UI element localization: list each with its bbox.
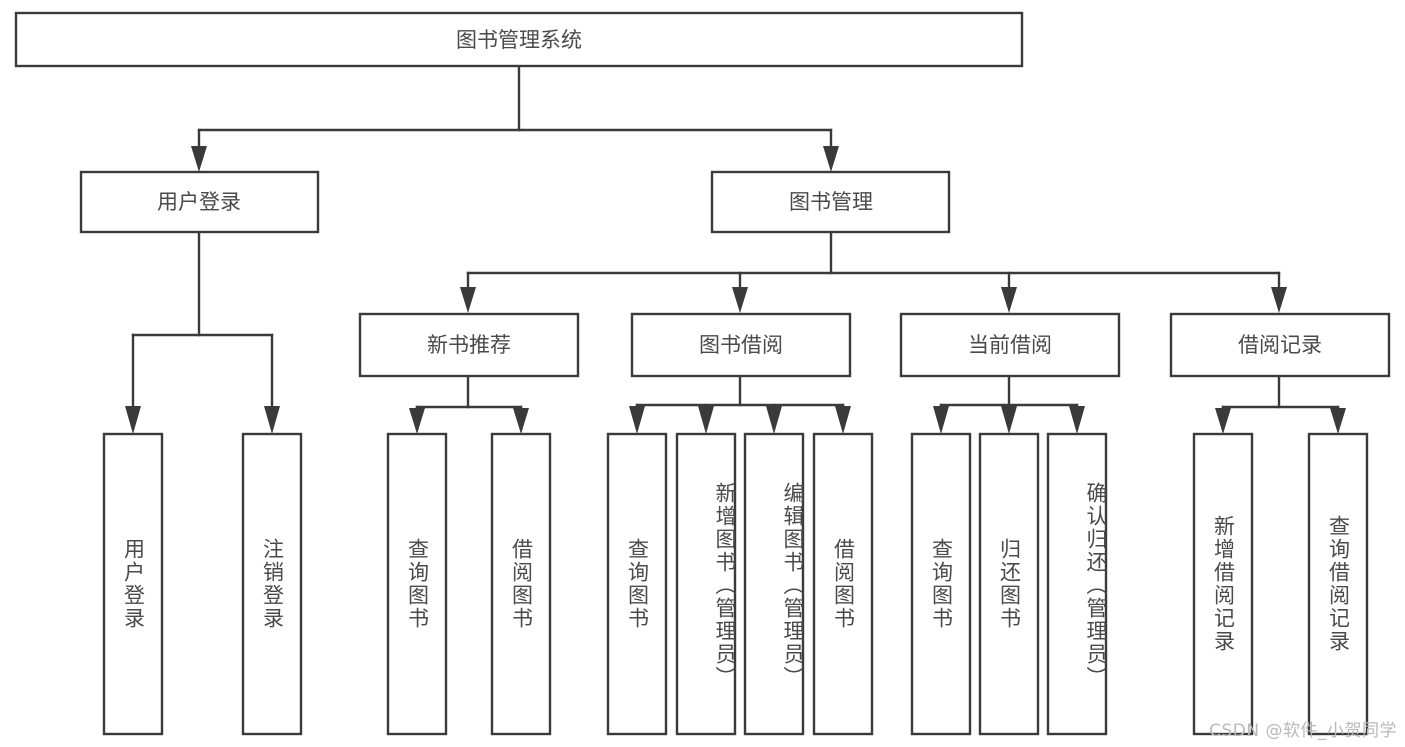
arrow-head-leaf-query-book-2 <box>629 406 645 434</box>
connector-group-currentborrow <box>933 375 1085 434</box>
arrow-head-current-borrow <box>1001 287 1017 313</box>
node-root-box[interactable] <box>14 11 1024 68</box>
node-borrow-record[interactable]: 借阅记录 <box>1169 312 1391 378</box>
node-user-login[interactable]: 用户登录 <box>79 170 320 234</box>
leaf-boxes <box>102 432 1369 736</box>
arrow-head-borrow-record <box>1271 287 1287 313</box>
node-new-book-recommend-box[interactable] <box>358 312 580 378</box>
arrow-head-leaf-query-record <box>1330 408 1346 434</box>
arrow-head-new-book-recommend <box>460 287 476 313</box>
arrow-head-bookmgmt <box>823 146 839 172</box>
connector-group-root <box>191 64 839 172</box>
node-current-borrow-label: 当前借阅 <box>968 333 1052 357</box>
leaf-box-add-record[interactable] <box>1192 432 1254 736</box>
node-root-label: 图书管理系统 <box>456 28 582 52</box>
node-user-login-box[interactable] <box>79 170 320 234</box>
arrow-head-leaf-user-login <box>125 406 141 434</box>
leaf-box-user-login[interactable] <box>102 432 164 736</box>
leaf-box-query-record[interactable] <box>1307 432 1369 736</box>
node-new-book-recommend-label: 新书推荐 <box>427 333 511 357</box>
arrow-head-book-borrow <box>732 287 748 313</box>
arrow-head-leaf-borrow-book-2 <box>835 406 851 434</box>
node-user-login-label: 用户登录 <box>157 190 241 214</box>
leaf-box-return-book[interactable] <box>978 432 1040 736</box>
connector-group-bookborrow <box>629 375 851 434</box>
connector-group-borrowrecord <box>1215 375 1346 434</box>
node-root[interactable]: 图书管理系统 <box>14 11 1024 68</box>
leaf-box-query-book-1[interactable] <box>386 432 448 736</box>
arrow-head-leaf-edit-book <box>766 406 782 434</box>
arrow-head-leaf-add-book <box>698 406 714 434</box>
arrow-head-leaf-return-book <box>1001 406 1017 434</box>
arrow-head-leaf-logout-login <box>264 406 280 434</box>
connector-group-bookmgmt <box>460 230 1287 313</box>
node-current-borrow-box[interactable] <box>899 312 1121 378</box>
node-current-borrow[interactable]: 当前借阅 <box>899 312 1121 378</box>
arrow-head-leaf-query-book-1 <box>409 408 425 434</box>
arrow-head-leaf-confirm-return <box>1069 406 1085 434</box>
node-book-borrow-label: 图书借阅 <box>699 333 783 357</box>
arrow-head-leaf-query-book-3 <box>933 406 949 434</box>
leaf-box-add-book[interactable] <box>675 432 737 736</box>
leaf-box-query-book-3[interactable] <box>910 432 972 736</box>
connector-group-userlogin <box>125 230 280 434</box>
node-book-management-label: 图书管理 <box>789 190 873 214</box>
leaf-box-borrow-book-2[interactable] <box>812 432 874 736</box>
node-book-borrow-box[interactable] <box>630 312 852 378</box>
node-new-book-recommend[interactable]: 新书推荐 <box>358 312 580 378</box>
node-borrow-record-box[interactable] <box>1169 312 1391 378</box>
arrow-head-leaf-borrow-book-1 <box>513 408 529 434</box>
leaf-box-edit-book[interactable] <box>743 432 805 736</box>
arrow-head-leaf-add-record <box>1215 408 1231 434</box>
leaf-box-logout-login[interactable] <box>241 432 303 736</box>
node-book-borrow[interactable]: 图书借阅 <box>630 312 852 378</box>
node-book-management[interactable]: 图书管理 <box>710 170 951 234</box>
arrow-head-userlogin <box>191 146 207 172</box>
node-book-management-box[interactable] <box>710 170 951 234</box>
leaf-box-query-book-2[interactable] <box>606 432 668 736</box>
watermark-text: CSDN @软件_小贺同学 <box>1209 721 1397 741</box>
leaf-box-confirm-return[interactable] <box>1046 432 1108 736</box>
leaf-box-borrow-book-1[interactable] <box>490 432 552 736</box>
connector-group-newbook <box>409 375 529 434</box>
node-borrow-record-label: 借阅记录 <box>1238 333 1322 357</box>
